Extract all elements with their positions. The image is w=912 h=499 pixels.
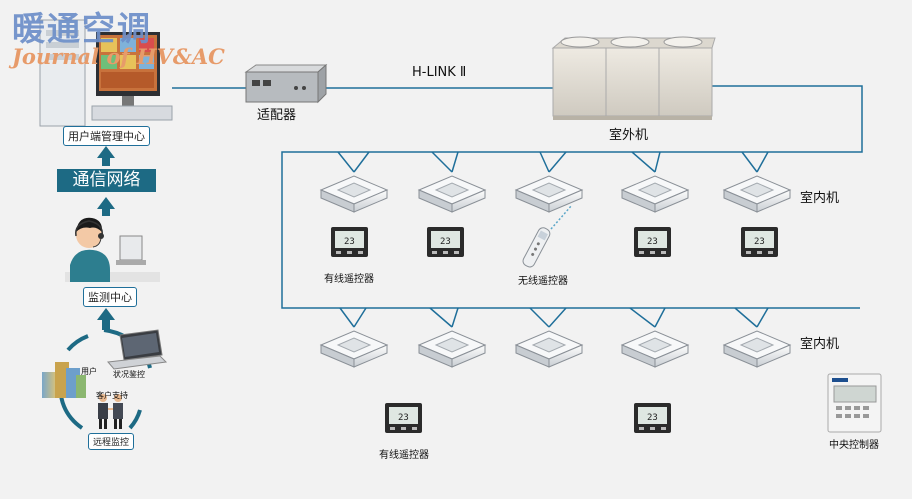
indoor-unit-icon (514, 175, 584, 213)
thermostat-display-text: 23 (647, 413, 658, 423)
monitoring-center-label: 监测中心 (83, 287, 137, 307)
wired-controller-icon: 23 (331, 227, 368, 257)
ring-status-label: 状况鉴控 (113, 370, 145, 379)
wireless-controller-label: 无线遥控器 (518, 276, 568, 287)
buildings-icon (42, 362, 86, 398)
outdoor-unit-icon (551, 36, 716, 120)
wired-controller-icon: 23 (634, 227, 671, 257)
adapter-label: 适配器 (257, 108, 297, 123)
arrow-up-icon (97, 308, 115, 330)
ring-user-label: 用户 (81, 367, 97, 376)
indoor-unit-icon (620, 175, 690, 213)
outdoor-unit-label: 室外机 (609, 128, 649, 143)
top-branch-lines (337, 151, 769, 173)
ring-remote-label: 远程监控 (88, 433, 135, 450)
network-lines (172, 85, 863, 328)
wireless-remote-icon (522, 227, 551, 268)
adapter-icon (244, 63, 328, 104)
central-controller-icon (827, 373, 882, 433)
arrow-up-icon (97, 197, 115, 216)
indoor-unit-label-bottom: 室内机 (800, 337, 840, 352)
people-handshake-icon (98, 394, 123, 429)
wired-controller-icon: 23 (741, 227, 778, 257)
central-controller-label: 中央控制器 (829, 440, 879, 451)
logo-chinese: 暖通空调 (12, 9, 152, 48)
flow-arrows (97, 146, 115, 330)
wired-controller-icon: 23 (385, 403, 422, 433)
indoor-unit-icon (417, 330, 487, 368)
operator-icon (65, 217, 160, 282)
indoor-unit-icon (620, 330, 690, 368)
thermostat-display-text: 23 (440, 237, 451, 247)
indoor-unit-label-top: 室内机 (800, 191, 840, 206)
thermostat-display-text: 23 (647, 237, 658, 247)
wired-controller-icon: 23 (427, 227, 464, 257)
bottom-branch-lines (339, 307, 769, 328)
indoor-unit-icon (722, 330, 792, 368)
indoor-unit-icon (417, 175, 487, 213)
wired-controller-label-bottom: 有线遥控器 (379, 450, 429, 461)
indoor-units-top (319, 175, 792, 213)
indoor-unit-icon (722, 175, 792, 213)
laptop-icon (107, 329, 168, 370)
arrow-up-icon (97, 146, 115, 166)
logo-english: Journal of HV&AC (12, 44, 225, 69)
wired-controllers: 23 23 23 23 (331, 227, 778, 433)
indoor-unit-icon (514, 330, 584, 368)
computer-workstation-icon (39, 19, 173, 127)
thermostat-display-text: 23 (754, 237, 765, 247)
user-management-center-label: 用户端管理中心 (63, 126, 150, 146)
indoor-unit-icon (319, 330, 389, 368)
wireless-signal-line (550, 204, 573, 230)
hlink-label: H-LINK Ⅱ (412, 65, 467, 80)
ring-support-label: 客户支持 (96, 391, 128, 400)
indoor-unit-icon (319, 175, 389, 213)
wired-controller-icon: 23 (634, 403, 671, 433)
indoor-units-bottom (319, 330, 792, 368)
thermostat-display-text: 23 (398, 413, 409, 423)
outdoor-return-line (281, 85, 863, 309)
wired-controller-label-top: 有线遥控器 (324, 274, 374, 285)
communication-network-box: 通信网络 (57, 169, 156, 192)
thermostat-display-text: 23 (344, 237, 355, 247)
